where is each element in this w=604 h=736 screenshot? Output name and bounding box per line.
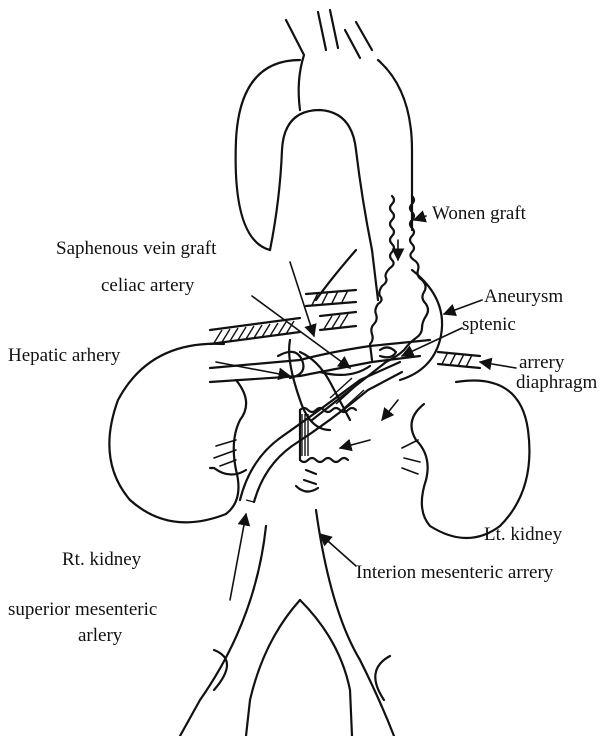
label-splenic: sptenic: [462, 314, 516, 336]
aortic-arch: [236, 10, 412, 300]
label-rt-kidney: Rt. kidney: [62, 549, 141, 571]
left-kidney: [402, 381, 529, 538]
woven-graft: [300, 196, 428, 462]
label-aneurysm: Aneurysm: [484, 286, 563, 308]
label-lt-kidney: Lt. kidney: [484, 524, 562, 546]
saphenous-vein-graft: [240, 362, 402, 502]
label-saphenous-vein-graft: Saphenous vein graft: [56, 238, 216, 260]
label-inferior-mesenteric-artery: Interion mesenteric arrery: [356, 562, 553, 584]
diaphragm: [210, 290, 480, 368]
label-celiac-artery: celiac artery: [101, 275, 194, 297]
right-kidney: [109, 344, 246, 523]
label-superior-mesenteric-artery-2: arlery: [78, 625, 122, 647]
label-superior-mesenteric-artery-1: superior mesenteric: [8, 599, 157, 621]
label-hepatic-artery: Hepatic arhery: [8, 345, 120, 367]
label-woven-graft: Wonen graft: [432, 203, 526, 225]
label-artery: arrery: [519, 352, 564, 374]
label-diaphragm: diaphragm: [516, 372, 597, 394]
leader-lines: [216, 216, 516, 600]
abdominal-aorta: [180, 468, 394, 736]
